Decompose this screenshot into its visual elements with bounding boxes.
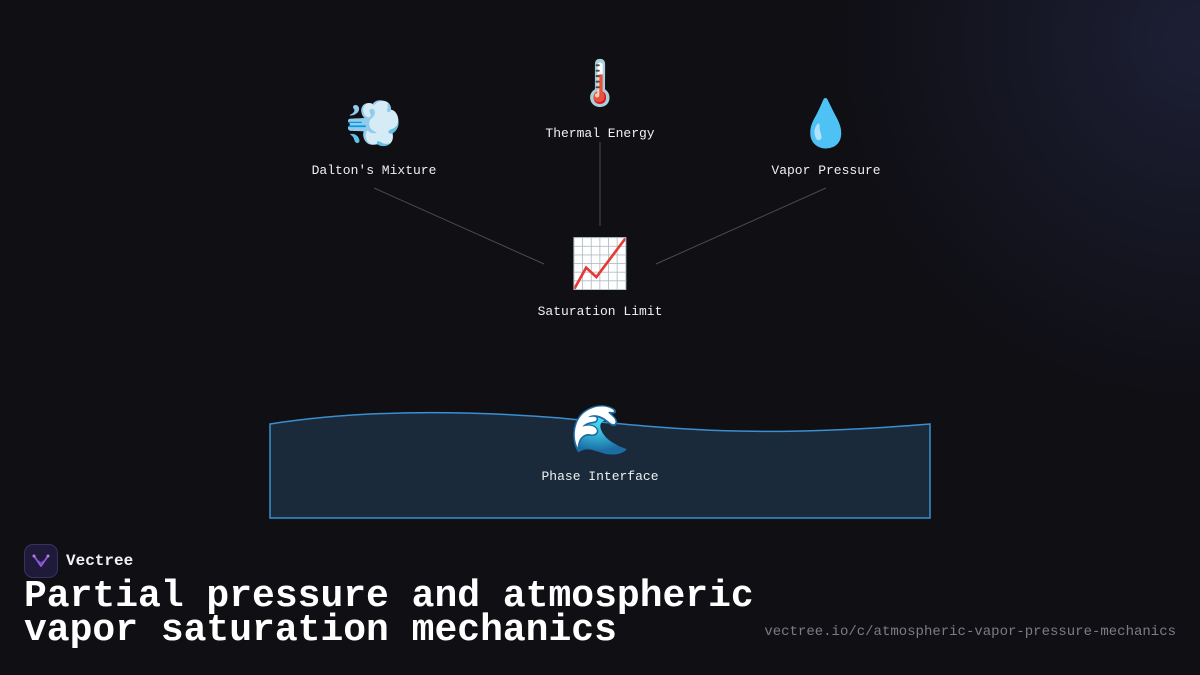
node-label-saturation-limit: Saturation Limit xyxy=(537,304,663,319)
droplet-icon: 💧 xyxy=(797,96,855,150)
node-label-thermal-energy: Thermal Energy xyxy=(545,126,655,141)
wave-icon: 🌊 xyxy=(570,402,630,458)
vectree-logo-icon xyxy=(24,544,58,578)
thermometer-icon: 🌡️ xyxy=(572,58,628,109)
brand-name: Vectree xyxy=(66,552,134,570)
node-label-phase-interface: Phase Interface xyxy=(541,469,659,484)
connector-vapor-saturation xyxy=(655,187,827,265)
page-url[interactable]: vectree.io/c/atmospheric-vapor-pressure-… xyxy=(764,624,1176,640)
chart-increasing-icon: 📈 xyxy=(570,236,630,292)
connector-dalton-saturation xyxy=(373,187,545,265)
brand[interactable]: Vectree xyxy=(24,544,133,578)
page-title: Partial pressure and atmospheric vapor s… xyxy=(24,575,754,652)
node-label-vapor-pressure: Vapor Pressure xyxy=(771,163,881,178)
wind-icon: 💨 xyxy=(345,96,403,150)
node-label-daltons-mixture: Dalton's Mixture xyxy=(311,163,437,178)
water-body xyxy=(269,411,931,519)
